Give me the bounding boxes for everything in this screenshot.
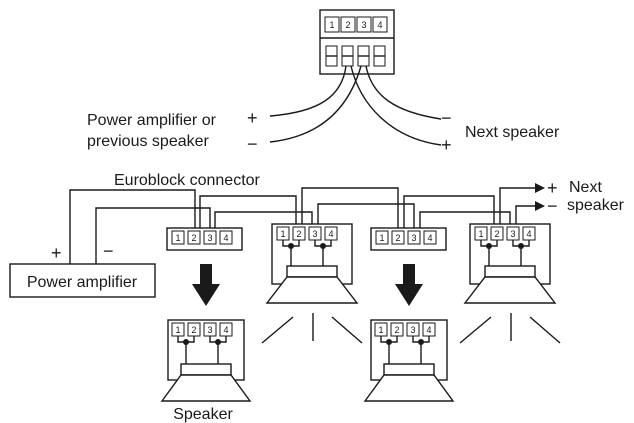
spk-d-pin-4: 4 — [426, 325, 431, 335]
amp-plus-sign: + — [51, 243, 62, 263]
conn2-pin-1: 1 — [379, 233, 384, 243]
label-euroblock-connector: Euroblock connector — [114, 172, 261, 189]
down-arrow-1 — [192, 264, 220, 306]
prev-minus-sign: − — [247, 134, 258, 154]
terminal-pin-3: 3 — [361, 20, 366, 30]
spk-b-pin-2: 2 — [494, 229, 499, 239]
terminal-pin-2: 2 — [345, 20, 350, 30]
spk-b-pin-1: 1 — [478, 229, 483, 239]
spk-a-pin-2: 2 — [296, 229, 301, 239]
label-speaker: Speaker — [173, 406, 233, 423]
terminal-detail: 1 2 3 4 — [319, 9, 395, 75]
amp-minus-sign: − — [103, 241, 114, 261]
spk-d-pin-3: 3 — [410, 325, 415, 335]
label-power-amp-or: Power amplifier or — [87, 112, 217, 129]
speaker-c: 1 2 3 4 — [160, 319, 252, 402]
conn2-pin-3: 3 — [411, 233, 416, 243]
label-speaker-right: speaker — [567, 197, 625, 214]
label-previous-speaker: previous speaker — [87, 133, 210, 150]
conn2-pin-2: 2 — [395, 233, 400, 243]
next-minus-sign-bottom: − — [547, 196, 558, 216]
prev-plus-sign: + — [247, 108, 258, 128]
speaker-a: 1 2 3 4 — [265, 223, 359, 304]
conn1-pin-4: 4 — [223, 233, 228, 243]
speaker-d: 1 2 3 4 — [363, 319, 455, 402]
spk-a-pin-3: 3 — [312, 229, 317, 239]
terminal-wires — [269, 65, 442, 146]
spk-a-pin-1: 1 — [280, 229, 285, 239]
spk-c-pin-4: 4 — [223, 325, 228, 335]
conn1-pin-1: 1 — [175, 233, 180, 243]
terminal-pin-1: 1 — [329, 20, 334, 30]
euroblock-connector-1: 1 2 3 4 — [166, 227, 243, 251]
spk-d-pin-1: 1 — [378, 325, 383, 335]
label-power-amplifier: Power amplifier — [27, 274, 138, 291]
power-amplifier-box — [9, 263, 156, 298]
down-arrow-2 — [395, 264, 423, 306]
spk-c-pin-3: 3 — [207, 325, 212, 335]
bus-wires — [69, 187, 535, 264]
label-next: Next — [569, 179, 602, 196]
euroblock-connector-2: 1 2 3 4 — [370, 227, 447, 251]
speaker-b: 1 2 3 4 — [463, 223, 557, 304]
spk-c-pin-2: 2 — [191, 325, 196, 335]
conn1-pin-3: 3 — [207, 233, 212, 243]
spk-c-pin-1: 1 — [175, 325, 180, 335]
next-plus-sign-bottom: + — [547, 178, 558, 198]
spk-a-pin-4: 4 — [328, 229, 333, 239]
spk-d-pin-2: 2 — [394, 325, 399, 335]
next-minus-sign: − — [441, 108, 452, 128]
spk-b-pin-4: 4 — [526, 229, 531, 239]
terminal-pin-4: 4 — [377, 20, 382, 30]
next-plus-sign: + — [441, 135, 452, 155]
spk-b-pin-3: 3 — [510, 229, 515, 239]
conn1-pin-2: 2 — [191, 233, 196, 243]
label-next-speaker-top: Next speaker — [465, 124, 560, 141]
conn2-pin-4: 4 — [427, 233, 432, 243]
